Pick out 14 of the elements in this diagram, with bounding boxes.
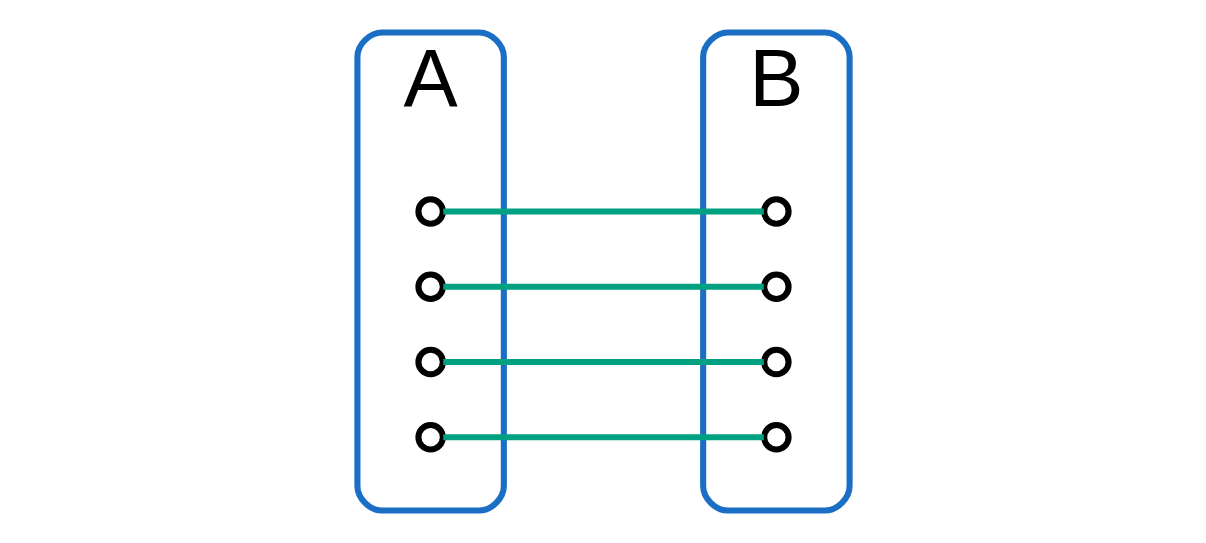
connector bbox=[442, 208, 764, 215]
node-circle bbox=[414, 422, 446, 453]
cluster: A bbox=[353, 29, 507, 514]
connector bbox=[442, 358, 764, 366]
node-circle bbox=[760, 346, 792, 378]
node-circle bbox=[414, 346, 446, 378]
node-circle bbox=[414, 271, 446, 302]
node-circle bbox=[760, 271, 792, 302]
node-circle bbox=[760, 422, 792, 453]
cluster: B bbox=[699, 29, 853, 514]
connector bbox=[442, 283, 764, 290]
node-circle bbox=[414, 196, 446, 227]
connector bbox=[442, 434, 764, 441]
node-circle bbox=[760, 196, 792, 227]
